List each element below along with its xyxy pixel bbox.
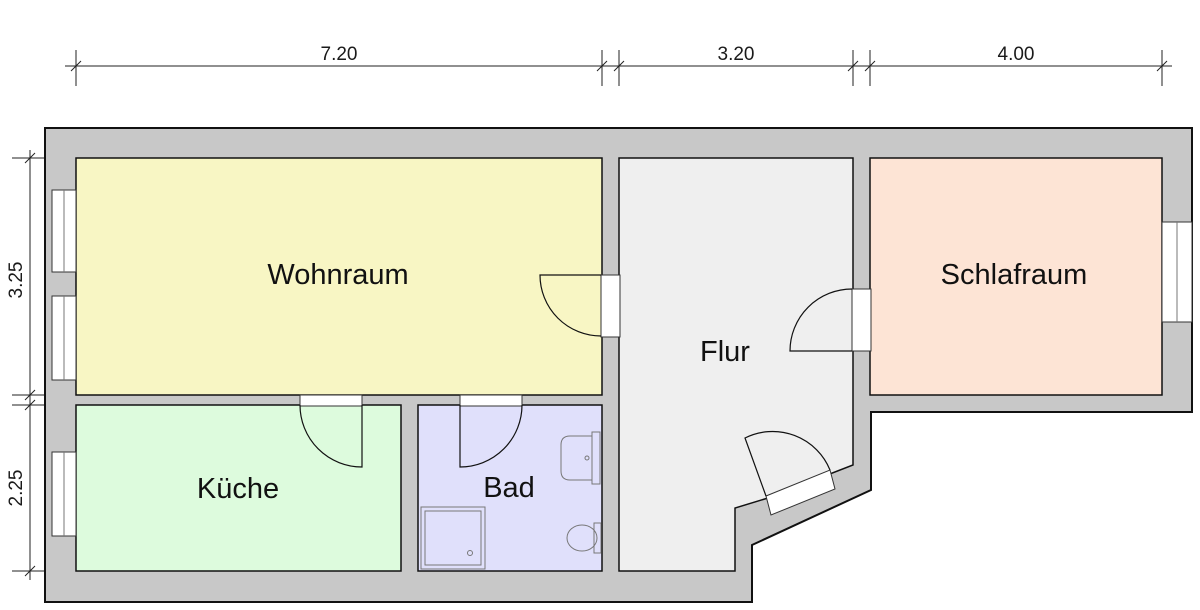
toilet-bowl: [566, 524, 598, 552]
washbasin: [560, 435, 592, 481]
dimension-left-wohnraum: 3.25: [6, 262, 27, 299]
windows: [51, 189, 1193, 537]
room-flur: [618, 157, 854, 572]
room-wohnraum: [75, 157, 603, 396]
bathroom-fixtures: [420, 431, 602, 570]
shower-drain: [467, 550, 473, 556]
door-opening-schlafraum: [851, 288, 872, 352]
entrance-door-opening: [765, 469, 836, 516]
door-swing-kueche: [299, 404, 363, 468]
room-label-bad: Bad: [483, 472, 535, 504]
doors: [299, 274, 872, 516]
toilet-tank: [593, 522, 602, 554]
room-bad: [417, 404, 603, 572]
shower-tray: [420, 506, 486, 570]
door-opening-kueche: [299, 394, 363, 407]
dimension-top-schlafraum: 4.00: [998, 44, 1035, 65]
door-swing-wohnraum: [539, 274, 602, 337]
door-swing-schlafraum: [789, 288, 853, 352]
room-label-kueche: Küche: [197, 473, 279, 505]
dimension-top-wohnraum: 7.20: [321, 44, 358, 65]
sink-back: [591, 431, 601, 485]
room-schlafraum: [869, 157, 1163, 396]
room-label-flur: Flur: [700, 336, 750, 368]
door-opening-wohnraum: [600, 274, 621, 338]
door-swing-bad: [459, 404, 523, 468]
door-opening-bad: [459, 394, 523, 407]
dimension-top-flur: 3.20: [718, 44, 755, 65]
room-label-wohnraum: Wohnraum: [267, 259, 408, 291]
room-label-schlafraum: Schlafraum: [941, 259, 1088, 291]
dimension-left-kueche: 2.25: [6, 470, 27, 507]
entrance-door-swing: [744, 430, 831, 497]
top-dimension-chain: 7.20 3.20 4.00: [65, 44, 1172, 86]
left-dimension-chain: 3.25 2.25: [6, 150, 48, 580]
